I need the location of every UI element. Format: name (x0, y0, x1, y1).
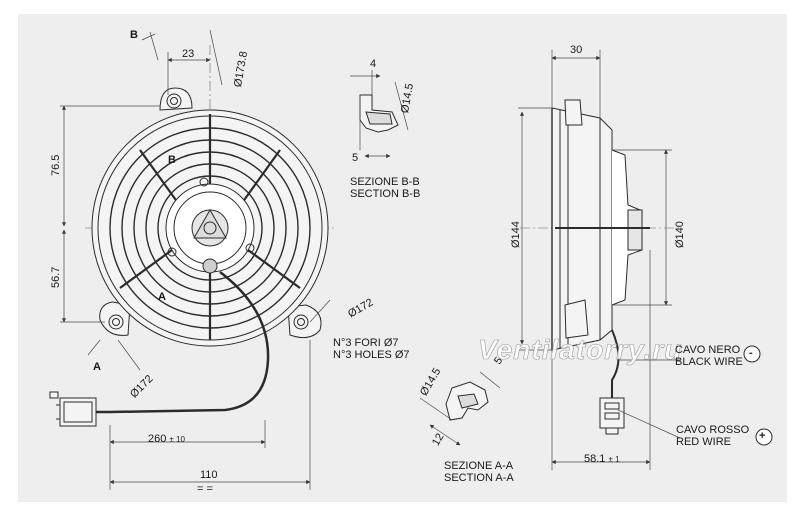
section-bb-title-it: SEZIONE B-B (350, 176, 420, 188)
dim-110: 110 (200, 469, 218, 481)
section-a-marker-mid: A (158, 291, 166, 303)
black-wire-label-it: CAVO NERO (675, 344, 741, 356)
holes-note-it: N°3 FORI Ø7 (333, 337, 399, 349)
dim-260: 260 ± 10 (148, 433, 185, 445)
section-bb-dim-4: 4 (370, 58, 377, 70)
red-wire-label-it: CAVO ROSSO (676, 424, 750, 436)
section-a-marker-bottom: A (93, 361, 101, 373)
section-aa-title-en: SECTION A-A (444, 472, 514, 484)
side-dim-30: 30 (570, 44, 583, 56)
watermark: Ventilatorry.ru (478, 334, 683, 366)
black-wire-minus-icon (743, 345, 761, 363)
dim-76-5: 76.5 (50, 154, 62, 176)
black-wire-minus-symbol: - (749, 347, 753, 359)
side-dim-58-1: 58.1 ± 1 (584, 453, 620, 465)
black-wire-label-en: BLACK WIRE (675, 356, 743, 368)
section-b-marker-mid: B (168, 154, 176, 166)
section-bb-drawing (350, 70, 409, 159)
dim-23: 23 (182, 48, 195, 60)
front-view-dimensions (60, 29, 331, 490)
side-view-dimensions (518, 50, 681, 470)
fan-side-view (520, 99, 680, 435)
wire-symbols (743, 345, 773, 446)
section-aa-drawing (419, 371, 501, 446)
holes-note-en: N°3 HOLES Ø7 (333, 349, 410, 361)
fan-front-view (49, 45, 335, 427)
section-aa-title-it: SEZIONE A-A (444, 460, 514, 472)
red-wire-plus-icon (755, 428, 773, 446)
section-bb-title-en: SECTION B-B (350, 188, 421, 200)
side-dim-diameter-144: Ø144 (510, 221, 522, 248)
section-bb-dim-5: 5 (352, 152, 359, 164)
red-wire-label-en: RED WIRE (676, 436, 731, 448)
dim-56-7: 56.7 (50, 266, 62, 288)
red-wire-plus-symbol: + (759, 430, 766, 442)
section-b-marker-top: B (130, 29, 138, 41)
side-dim-diameter-140: Ø140 (674, 221, 686, 248)
dim-110-equal-marks: = = (197, 483, 213, 495)
